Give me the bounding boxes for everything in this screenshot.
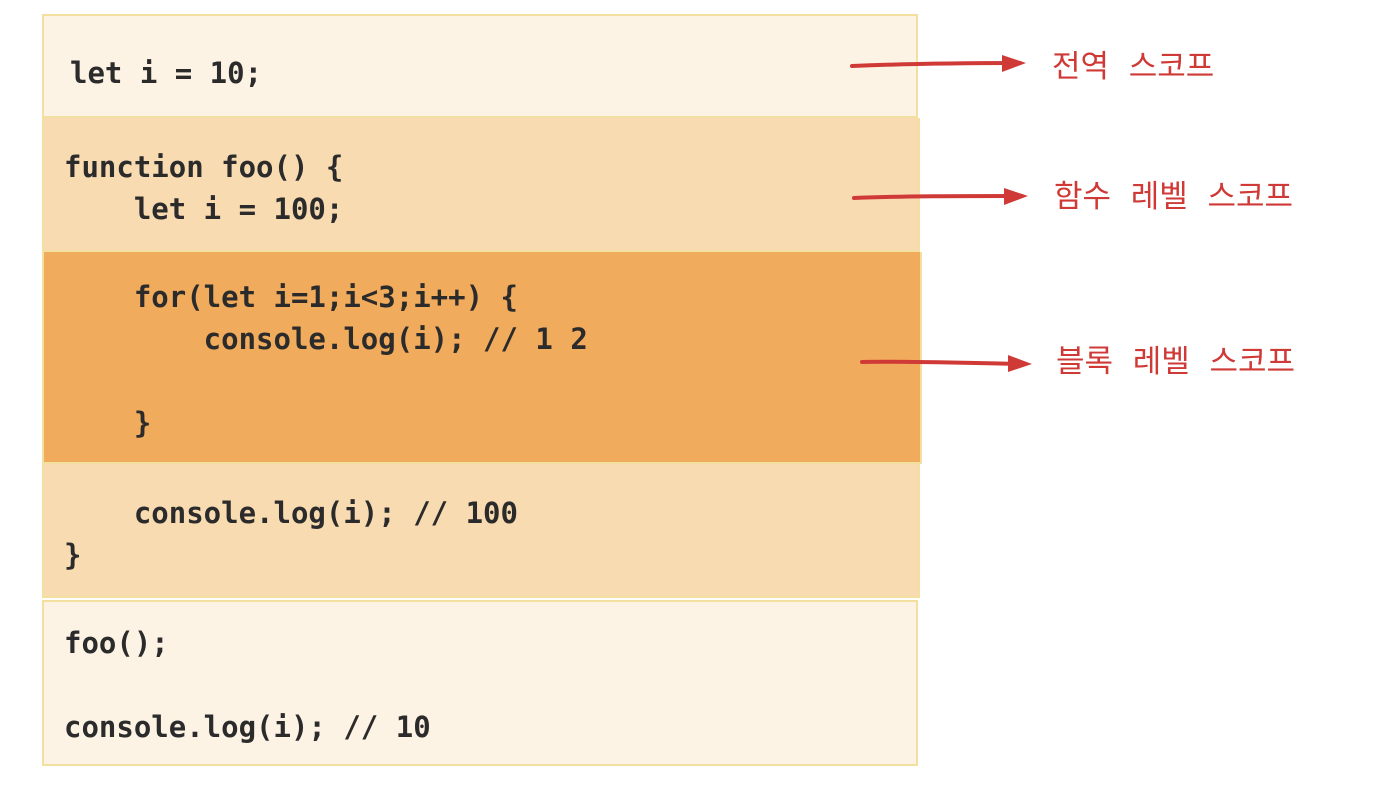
- arrow-to-block-scope-icon: [860, 355, 1032, 372]
- code-line-foo-call: foo();: [64, 626, 169, 660]
- global-scope-label: 전역 스코프: [1052, 49, 1215, 85]
- code-line-console-log-1-2: console.log(i); // 1 2: [64, 322, 588, 356]
- block-scope-band: [42, 252, 922, 464]
- function-scope-band-bottom: [42, 464, 920, 598]
- code-line-function-close-brace: }: [64, 538, 82, 572]
- arrow-to-global-scope-icon: [850, 55, 1026, 72]
- global-scope-band-top: [42, 14, 918, 118]
- code-line-block-close-brace: }: [64, 406, 152, 440]
- code-line-console-log-10: console.log(i); // 10: [64, 710, 431, 744]
- function-scope-band-top: [42, 118, 920, 252]
- arrow-to-function-scope-icon: [852, 188, 1028, 205]
- code-line-for-loop: for(let i=1;i<3;i++) {: [64, 280, 518, 314]
- code-line-function-foo: function foo() {: [64, 150, 344, 184]
- code-line-console-log-100: console.log(i); // 100: [64, 496, 518, 530]
- code-line-let-i-10: let i = 10;: [70, 56, 263, 90]
- function-scope-label: 함수 레벨 스코프: [1054, 179, 1294, 215]
- code-line-let-i-100: let i = 100;: [64, 192, 344, 226]
- block-scope-label: 블록 레벨 스코프: [1056, 344, 1296, 380]
- global-scope-band-bottom: [42, 600, 918, 766]
